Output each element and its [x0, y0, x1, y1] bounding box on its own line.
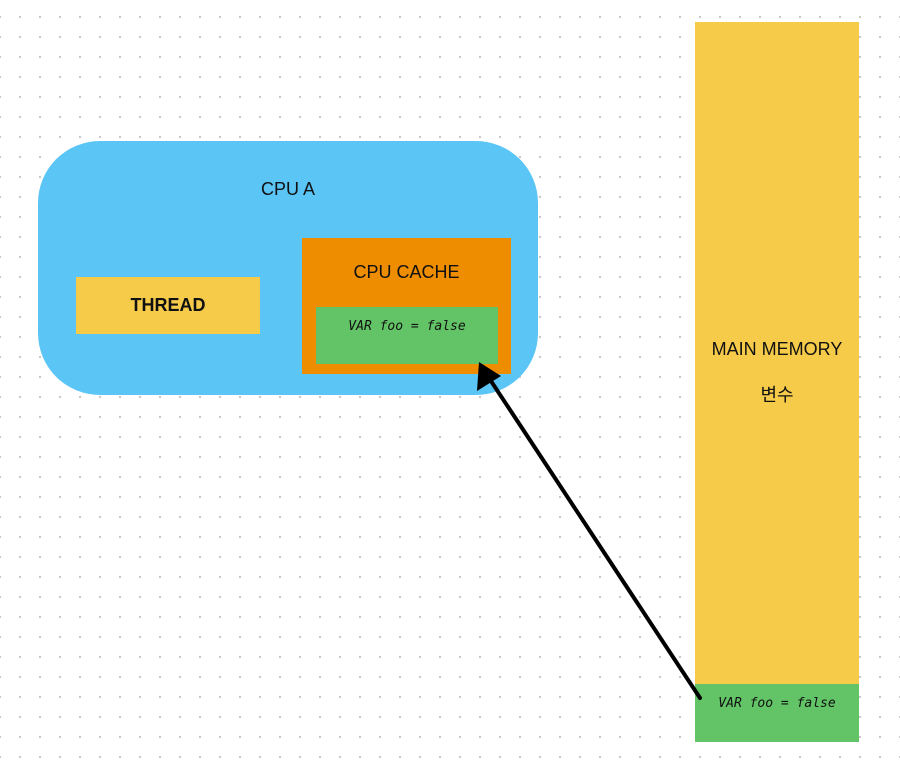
cache-variable-box: VAR foo = false	[316, 307, 498, 364]
cpu-cache-title: CPU CACHE	[353, 262, 460, 282]
main-memory-box: MAIN MEMORY 변수 VAR foo = false	[695, 22, 859, 742]
memory-variable-text: VAR foo = false	[718, 696, 836, 711]
cache-variable-text: VAR foo = false	[348, 319, 466, 334]
arrow-line	[487, 376, 702, 700]
memory-variable-box: VAR foo = false	[695, 684, 859, 742]
main-memory-title: MAIN MEMORY	[711, 339, 843, 359]
cpu-a-title: CPU A	[260, 179, 316, 199]
thread-box: THREAD	[76, 277, 260, 334]
main-memory-subtitle: 변수	[760, 385, 794, 405]
cpu-cache-box: CPU CACHE VAR foo = false	[302, 238, 511, 374]
